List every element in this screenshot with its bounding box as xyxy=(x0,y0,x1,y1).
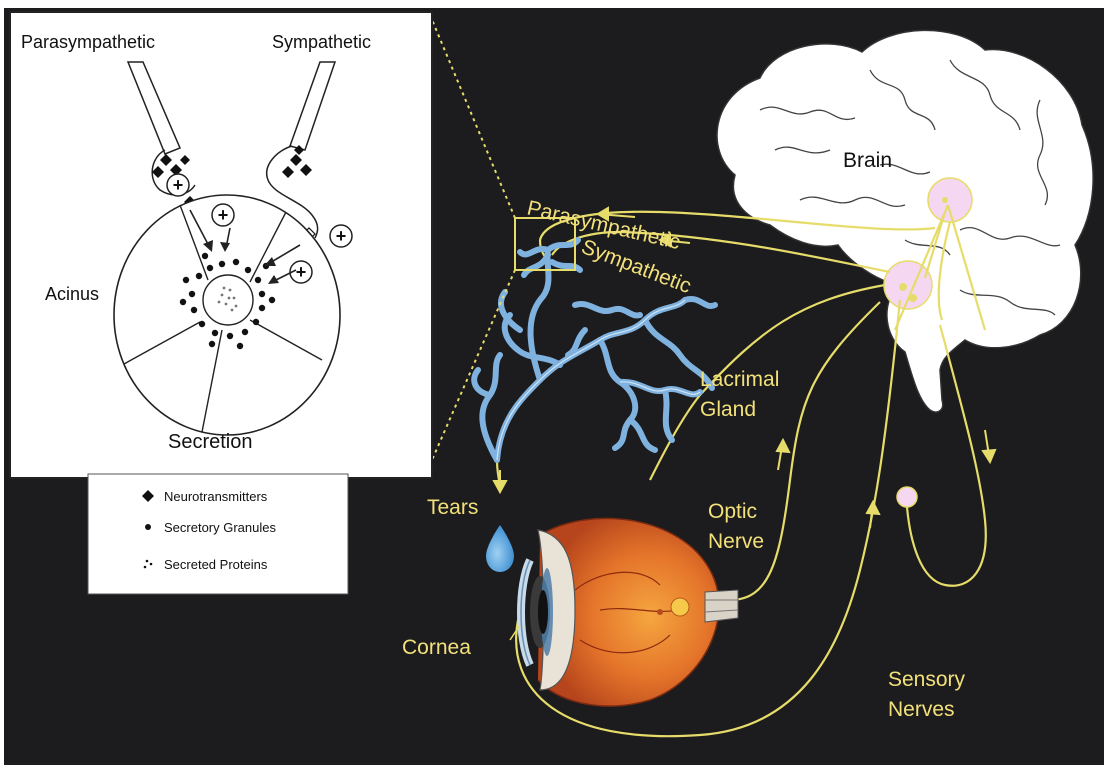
legend-dot-icon xyxy=(145,524,151,530)
acinus-inset: Parasympathetic Sympathetic xyxy=(10,12,432,478)
cornea-label: Cornea xyxy=(402,636,471,659)
secretion-label: Secretion xyxy=(168,431,253,453)
zoom-line-top xyxy=(430,15,515,218)
plus-sign: + xyxy=(218,205,229,225)
eye-illustration xyxy=(521,518,738,706)
acinus-lumen xyxy=(203,275,253,325)
legend: Neurotransmitters Secretory Granules Sec… xyxy=(88,474,348,594)
nucleus-dot xyxy=(899,283,907,291)
optic-nerve-label-line1: Optic xyxy=(708,500,757,523)
acinus-label: Acinus xyxy=(45,284,99,304)
sensory-nerves-label-line1: Sensory xyxy=(888,668,966,691)
legend-item-secreted-proteins: Secreted Proteins xyxy=(164,557,268,572)
lacrimal-gland-label-line2: Gland xyxy=(700,398,756,421)
brain-shape xyxy=(717,30,1093,412)
nucleus-dot xyxy=(942,197,948,203)
sensory-nerves-label-line2: Nerves xyxy=(888,698,955,721)
inset-sympathetic-label: Sympathetic xyxy=(272,32,371,52)
optic-nerve-label-line2: Nerve xyxy=(708,530,764,553)
ganglion xyxy=(897,487,917,507)
lacrimal-gland-label-line1: Lacrimal xyxy=(700,368,779,391)
inset-parasympathetic-label: Parasympathetic xyxy=(21,32,155,52)
optic-nerve xyxy=(730,302,880,600)
legend-item-secretory-granules: Secretory Granules xyxy=(164,520,276,535)
plus-sign: + xyxy=(296,262,307,282)
brain-label: Brain xyxy=(843,149,892,172)
legend-item-neurotransmitters: Neurotransmitters xyxy=(164,489,268,504)
plus-sign: + xyxy=(173,175,184,195)
tear-drop xyxy=(486,525,514,572)
tears-label: Tears xyxy=(427,496,478,519)
brain-illustration xyxy=(717,30,1093,412)
plus-sign: + xyxy=(336,226,347,246)
